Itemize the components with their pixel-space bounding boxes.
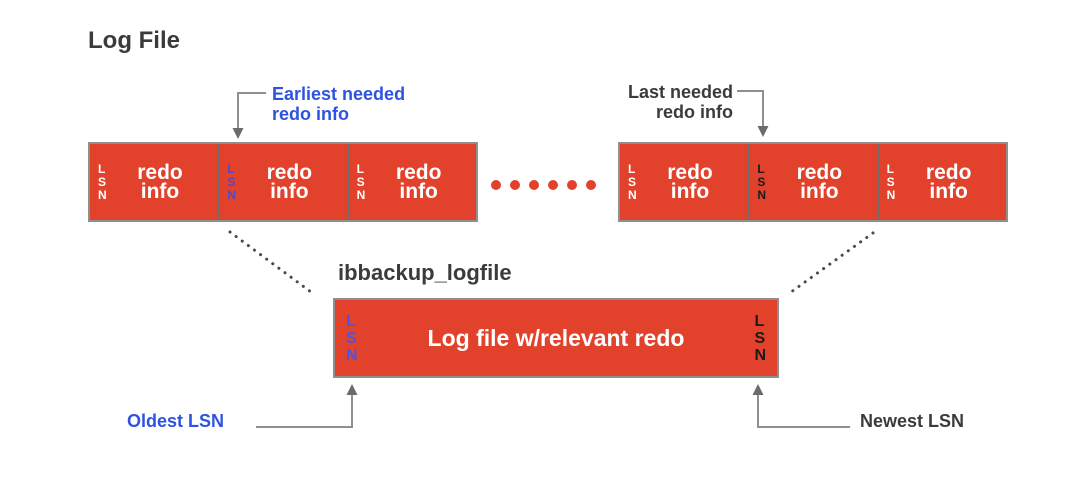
- lsn-label: L S N: [98, 161, 107, 202]
- newest-lsn-label: L S N: [754, 312, 766, 364]
- label-earliest-needed-redo-info: Earliest needed redo info: [272, 84, 406, 124]
- newest-lsn-arrow: [752, 384, 850, 428]
- ellipsis-dot: [586, 180, 596, 190]
- ibbackup-logfile-title: ibbackup_logfile: [338, 260, 512, 285]
- lsn-label-last-needed: L S N: [757, 161, 766, 202]
- lsn-label: L S N: [886, 161, 896, 202]
- redo-info-label: redo info: [395, 161, 442, 203]
- ellipsis-dot: [529, 180, 539, 190]
- oldest-lsn-label: L S N: [346, 312, 358, 364]
- redo-info-label: redo info: [266, 161, 313, 203]
- log-file-bar-left: L S N redo info L S N redo info L S N re…: [88, 142, 478, 222]
- log-segment: L S N redo info: [217, 144, 346, 220]
- redo-info-label: redo info: [667, 161, 713, 203]
- redo-info-label: redo info: [925, 161, 972, 203]
- label-newest-lsn: Newest LSN: [860, 411, 965, 431]
- log-segment: L S N redo info: [90, 144, 217, 220]
- redo-info-label: redo info: [137, 161, 183, 203]
- last-needed-arrow: [737, 90, 769, 137]
- ellipsis-dot: [510, 180, 520, 190]
- dotted-connector-right: [785, 231, 875, 297]
- lsn-label: L S N: [628, 161, 637, 202]
- log-segment: L S N redo info: [876, 144, 1006, 220]
- lsn-label: L S N: [356, 161, 366, 202]
- label-last-needed-redo-info: Last needed redo info: [627, 82, 733, 122]
- logfile-relevant-redo-label: Log file w/relevant redo: [427, 324, 685, 351]
- ellipsis-dot: [567, 180, 577, 190]
- lsn-label-earliest: L S N: [227, 161, 236, 202]
- ellipsis-dot: [491, 180, 501, 190]
- redo-info-label: redo info: [796, 161, 843, 203]
- ibbackup-logfile-bar: L S N Log file w/relevant redo L S N: [333, 298, 779, 378]
- ellipsis-dot: [548, 180, 558, 190]
- log-segment: L S N redo info: [747, 144, 876, 220]
- oldest-lsn-arrow: [256, 384, 358, 428]
- earliest-needed-arrow: [232, 92, 266, 139]
- log-file-bar-right: L S N redo info L S N redo info L S N re…: [618, 142, 1008, 222]
- dotted-connector-left: [228, 230, 317, 297]
- page-title: Log File: [88, 27, 180, 54]
- log-segment: L S N redo info: [620, 144, 747, 220]
- label-oldest-lsn: Oldest LSN: [127, 411, 225, 431]
- log-segment: L S N redo info: [346, 144, 476, 220]
- ellipsis-dots: [491, 180, 596, 190]
